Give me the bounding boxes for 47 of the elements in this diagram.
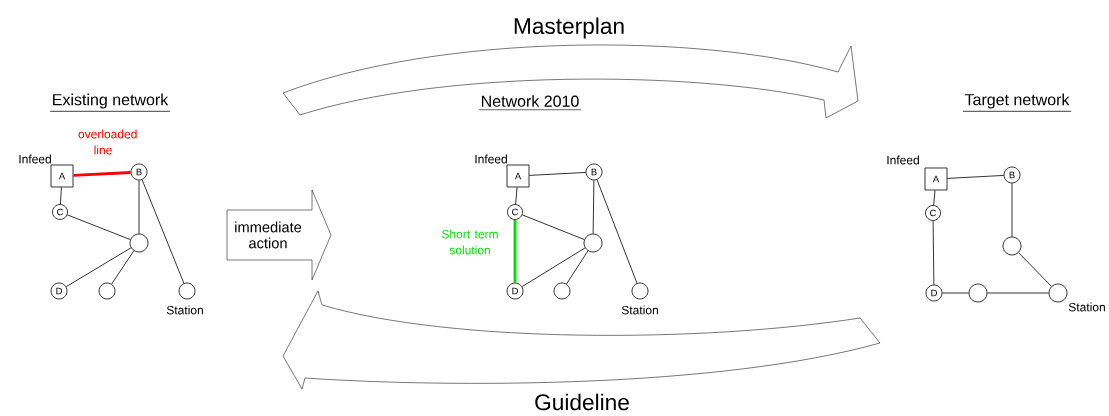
section-title: Existing network (49, 93, 171, 112)
bus-circle (129, 233, 149, 253)
bus-circle (553, 282, 571, 300)
bus-circle (178, 282, 196, 300)
line (596, 179, 638, 284)
line (60, 187, 62, 205)
node-label: Guideline (535, 393, 629, 411)
node-caption: Station (1068, 302, 1105, 312)
line (942, 292, 969, 294)
line (521, 247, 586, 287)
bus-circle (1048, 283, 1068, 303)
bus-box: A (50, 164, 74, 188)
node-caption: Infeed (19, 154, 51, 164)
node-caption: Station (621, 305, 658, 315)
line (987, 292, 1049, 294)
node-caption: Infeed (887, 155, 919, 165)
line (529, 172, 586, 176)
line (1011, 183, 1013, 237)
line (932, 220, 935, 285)
line (947, 175, 1004, 179)
line (566, 250, 589, 285)
line (73, 170, 131, 177)
line (513, 219, 517, 283)
edge-label: Short term solution (442, 229, 498, 255)
line (66, 214, 131, 240)
line (933, 190, 936, 206)
line (65, 247, 132, 288)
edge-label: overloaded line (78, 129, 137, 155)
bus-circle (98, 282, 116, 300)
bus-circle (631, 282, 649, 300)
bus-circle (1002, 236, 1022, 256)
node-caption: Infeed (475, 154, 507, 164)
line (1018, 252, 1052, 287)
line (521, 214, 585, 240)
section-title: Target network (962, 93, 1072, 112)
line (592, 180, 595, 234)
node-caption: Station (166, 305, 203, 315)
bus-box: A (506, 164, 530, 188)
section-title: Network 2010 (478, 95, 582, 111)
bus-circle (583, 233, 603, 253)
line (138, 180, 140, 234)
line (111, 250, 135, 285)
line (515, 187, 518, 205)
node-label: Masterplan (514, 17, 624, 39)
bus-circle (968, 283, 988, 303)
line (141, 179, 185, 284)
bus-box: A (924, 167, 948, 191)
